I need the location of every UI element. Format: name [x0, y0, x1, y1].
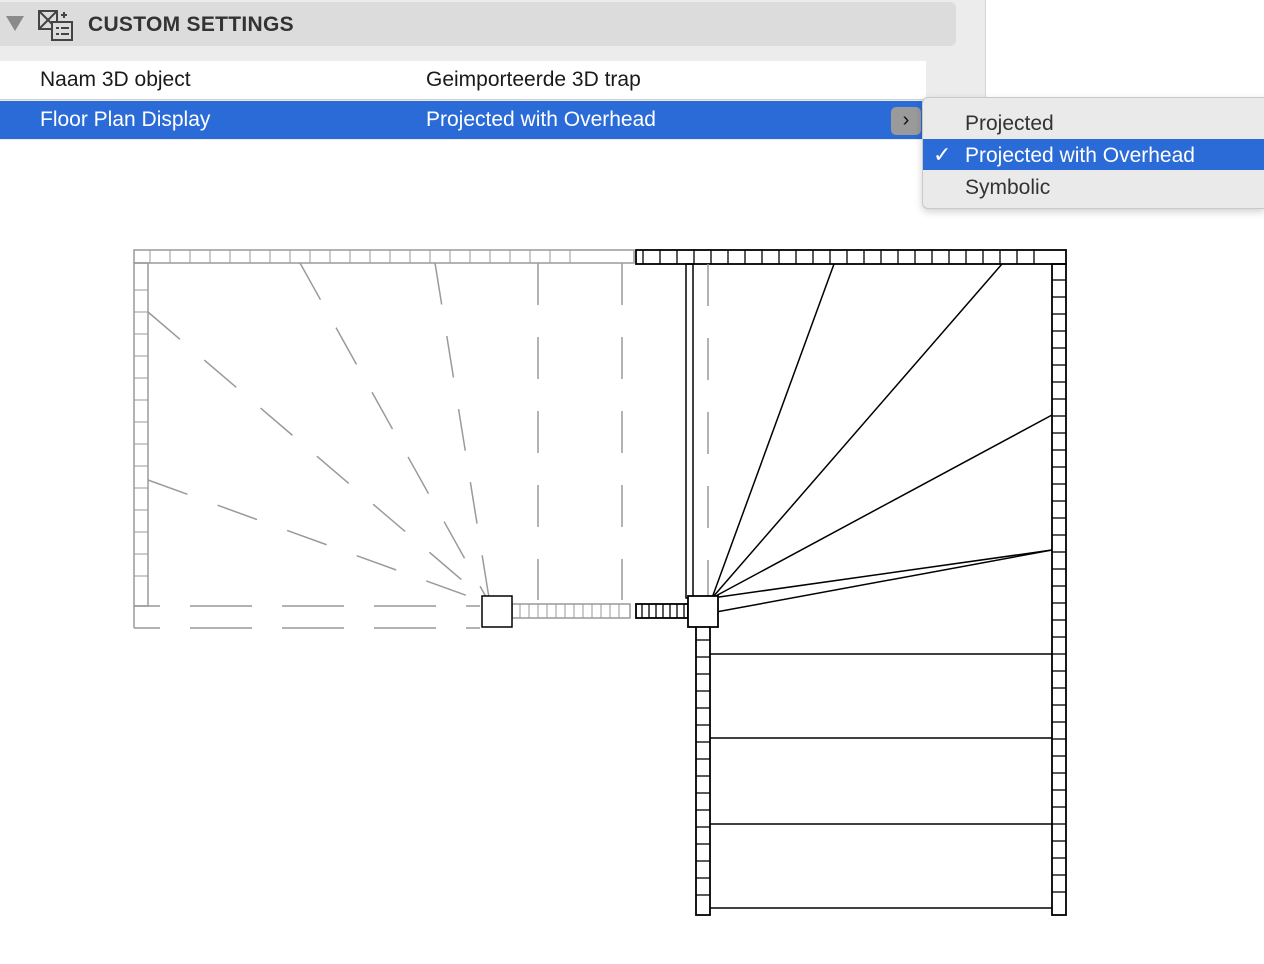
menu-item-label: Projected [965, 112, 1054, 135]
stair-winder-line [715, 549, 1053, 613]
overhead-bottom-rail [511, 603, 631, 619]
chevron-right-icon[interactable]: › [891, 107, 921, 135]
newel-post [481, 595, 513, 628]
overhead-top-rail [133, 249, 635, 264]
menu-item-label: Symbolic [965, 176, 1051, 199]
custom-settings-icon [38, 10, 73, 41]
overhead-winder-line [299, 262, 491, 605]
stair-left-rail [695, 625, 711, 916]
property-row-floor-plan-display[interactable]: Floor Plan Display Projected with Overhe… [0, 101, 926, 139]
property-name: Floor Plan Display [40, 108, 211, 131]
overhead-winder-line [434, 262, 491, 605]
custom-settings-header[interactable]: CUSTOM SETTINGS [0, 2, 956, 46]
menu-item-projected-with-overhead[interactable]: ✓ Projected with Overhead [923, 139, 1264, 170]
property-row-naam-3d-object[interactable]: Naam 3D object Geimporteerde 3D trap [0, 61, 926, 100]
overhead-winder-line [147, 311, 491, 605]
menu-item-projected[interactable]: Projected [923, 107, 1264, 138]
stair-top-rail [635, 249, 1067, 265]
overhead-winder-line [147, 479, 491, 605]
stair-right-rail [1051, 263, 1067, 916]
newel-post [687, 595, 719, 628]
stair-winder-line [711, 414, 1053, 599]
stair-winder-line [711, 263, 835, 599]
triangle-down-icon[interactable] [6, 16, 24, 31]
panel-divider [985, 0, 986, 100]
menu-item-symbolic[interactable]: Symbolic [923, 171, 1264, 202]
stair-winder-line [711, 263, 1003, 599]
stair-mid-rail [635, 603, 689, 619]
checkmark-icon: ✓ [933, 142, 952, 167]
stair-inner-rail [685, 263, 694, 599]
menu-item-label: Projected with Overhead [965, 144, 1195, 167]
floor-plan-display-menu: Projected ✓ Projected with Overhead Symb… [922, 97, 1264, 209]
property-name: Naam 3D object [40, 68, 191, 91]
overhead-left-rail [133, 262, 149, 607]
stair-winder-line [711, 549, 1053, 599]
property-value: Projected with Overhead [426, 108, 656, 131]
section-title: CUSTOM SETTINGS [88, 13, 294, 36]
property-value: Geimporteerde 3D trap [426, 68, 641, 91]
